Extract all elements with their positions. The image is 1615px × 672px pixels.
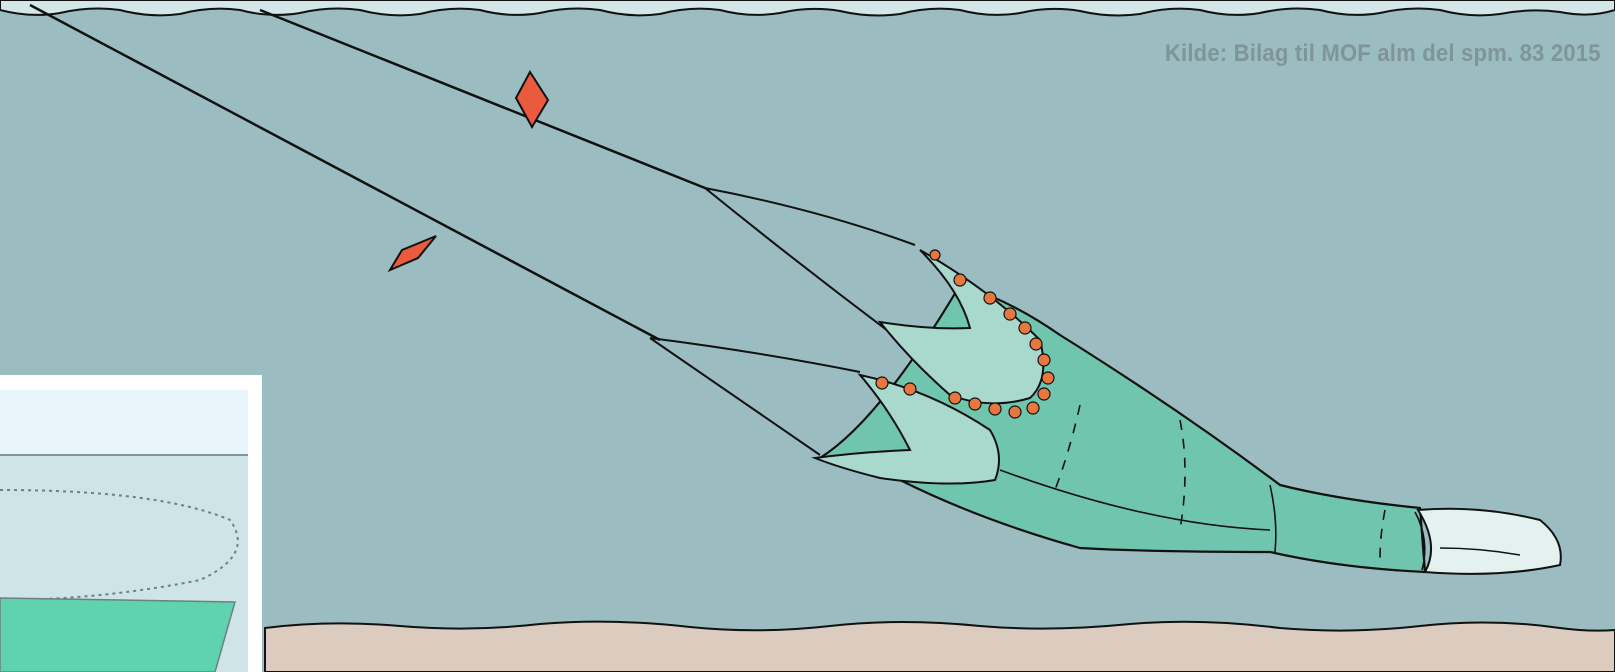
float-icon [983, 291, 997, 305]
float-icon [1037, 387, 1051, 401]
float-icon [1018, 321, 1032, 335]
sea-surface [0, 0, 1615, 17]
float-icon [988, 402, 1002, 416]
headline-floats [953, 273, 1055, 401]
float-icon [1041, 371, 1055, 385]
inset-net-outline [0, 489, 239, 601]
seabed [264, 620, 1615, 672]
float-icon [903, 382, 917, 396]
source-caption: Kilde: Bilag til MOF alm del spm. 83 201… [1165, 40, 1601, 67]
float-icon [875, 376, 889, 390]
lower-bridles [649, 337, 861, 456]
inset-overview [0, 375, 262, 672]
float-icon [929, 249, 941, 261]
float-icon [968, 397, 982, 411]
codend [1416, 507, 1562, 575]
upper-bridles [704, 187, 916, 341]
lower-floats [875, 376, 1040, 419]
float-icon [1029, 337, 1043, 351]
float-icon [1026, 401, 1040, 415]
trawl-door-icon [387, 235, 437, 273]
float-icon [1003, 307, 1017, 321]
float-icon [953, 273, 967, 287]
inset-net [0, 597, 236, 672]
float-icon [948, 391, 962, 405]
net-seams [1054, 404, 1386, 561]
net-panel-lines [999, 469, 1521, 571]
trawl-door-icon [514, 70, 550, 130]
lower-net-wing [811, 373, 1000, 485]
float-icon [1008, 405, 1022, 419]
warp-lines [29, 3, 711, 342]
float-icon [1037, 353, 1051, 367]
